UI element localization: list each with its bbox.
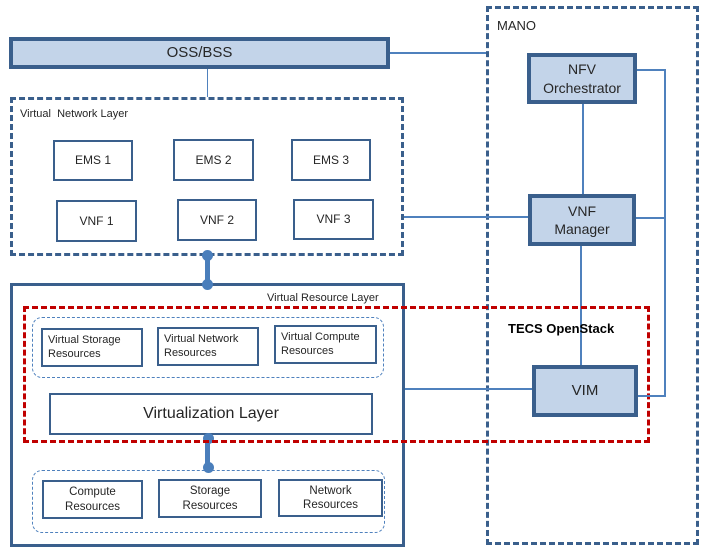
ems-3-box: EMS 3	[291, 139, 371, 181]
vnf-3-label: VNF 3	[316, 212, 351, 226]
nfv-orchestrator-label: NFV	[568, 61, 596, 78]
connector-dot	[203, 462, 214, 473]
vim-label: VIM	[571, 382, 599, 400]
vnf-1-box: VNF 1	[56, 200, 137, 242]
storage-resources-label: Storage	[189, 485, 231, 498]
network-resources-label2: Resources	[303, 499, 358, 511]
virtualization-layer-label: Virtualization Layer	[143, 405, 279, 422]
virtual-storage-resources-box: Virtual Storage Resources	[41, 328, 143, 367]
oss-bss-box: OSS/BSS	[9, 37, 390, 69]
compute-resources-label: Compute	[69, 486, 116, 499]
connector-virt-phys-line	[205, 438, 210, 467]
line-ossbss-to-mano	[390, 52, 486, 54]
vnf-manager-label: VNF	[568, 202, 596, 219]
network-resources-label: Network	[309, 484, 352, 497]
line-vnfm-right-stub	[635, 217, 665, 219]
virtualization-layer-box: Virtualization Layer	[49, 393, 373, 435]
mano-frame	[486, 6, 699, 545]
connector-dot	[202, 279, 213, 290]
line-vnl-to-vnf-manager	[404, 216, 528, 218]
ems-3-label: EMS 3	[312, 152, 349, 167]
line-right-bus	[664, 69, 666, 397]
virtual-compute-resources-label: Virtual Compute	[281, 330, 360, 343]
line-vrl-to-vim	[405, 388, 532, 390]
virtual-storage-resources-label2: Resources	[48, 347, 101, 360]
mano-title: MANO	[497, 18, 536, 33]
line-ossbss-to-vnl	[207, 69, 208, 97]
storage-resources-label2: Resources	[182, 499, 238, 512]
ems-1-box: EMS 1	[53, 140, 133, 181]
nfv-orchestrator-label2: Orchestrator	[543, 79, 621, 96]
virtual-compute-resources-label2: Resources	[281, 344, 334, 357]
line-nfvo-to-vnfm	[582, 103, 584, 194]
vnf-3-box: VNF 3	[293, 199, 374, 240]
oss-bss-label: OSS/BSS	[166, 44, 233, 62]
connector-dot	[203, 433, 214, 444]
vnf-2-label: VNF 2	[199, 212, 234, 227]
network-resources-box: Network Resources	[278, 479, 383, 517]
virtual-compute-resources-box: Virtual Compute Resources	[274, 325, 377, 364]
ems-2-box: EMS 2	[173, 139, 254, 181]
vim-box: VIM	[532, 365, 638, 417]
virtual-network-resources-label: Virtual Network	[164, 332, 239, 345]
nfv-orchestrator-box: NFV Orchestrator	[527, 53, 637, 104]
vnf-manager-label2: Manager	[554, 221, 610, 237]
vnf-2-box: VNF 2	[177, 199, 257, 241]
virtual-resources-group	[32, 317, 384, 378]
tecs-openstack-title: TECS OpenStack	[508, 321, 615, 336]
storage-resources-box: Storage Resources	[158, 479, 262, 518]
vnf-1-label: VNF 1	[79, 213, 114, 228]
compute-resources-label2: Resources	[65, 500, 120, 513]
virtual-resource-layer-title: Virtual Resource Layer	[267, 292, 379, 304]
compute-resources-box: Compute Resources	[42, 480, 143, 519]
line-vnfm-to-vim	[580, 245, 582, 365]
connector-vnl-vrl-line	[205, 255, 210, 284]
virtual-network-resources-label2: Resources	[164, 346, 217, 359]
virtual-storage-resources-label: Virtual Storage	[48, 333, 121, 346]
ems-1-label: EMS 1	[74, 153, 111, 167]
ems-2-label: EMS 2	[195, 152, 232, 167]
virtual-network-layer-title: Virtual Network Layer	[20, 108, 129, 120]
connector-dot	[202, 250, 213, 261]
virtual-network-resources-box: Virtual Network Resources	[157, 327, 259, 366]
line-nfvo-right-stub	[636, 69, 666, 71]
vnf-manager-box: VNF Manager	[528, 194, 636, 246]
line-vim-right-stub	[637, 395, 666, 397]
